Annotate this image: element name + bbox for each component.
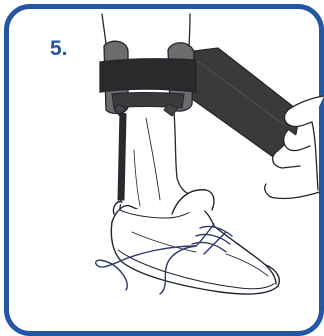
ankle-brace-cuff — [100, 41, 196, 200]
step-number-label: 5. — [50, 38, 68, 59]
pull-strap — [186, 48, 300, 156]
sneaker — [111, 190, 279, 294]
